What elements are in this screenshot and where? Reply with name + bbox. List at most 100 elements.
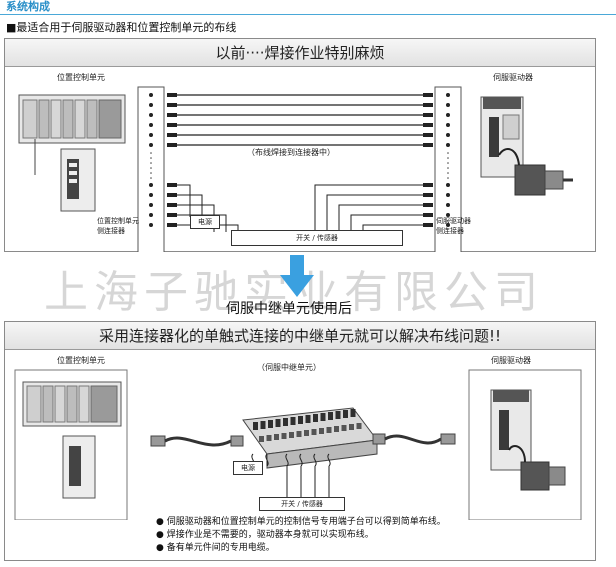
- relay-terminal: [341, 425, 347, 431]
- relay-terminal: [326, 427, 332, 433]
- before-center-note: （布线焊接到连接器中）: [247, 148, 335, 157]
- section-title: 系统构成: [6, 0, 50, 13]
- relay-terminal: [260, 421, 266, 429]
- wire: [338, 204, 423, 232]
- subtitle: ■最适合用于伺服驱动器和位置控制单元的布线: [6, 21, 237, 34]
- wire-lug: [167, 203, 177, 207]
- wire: [314, 184, 423, 232]
- terminal-dot: [149, 143, 153, 147]
- relay-terminal: [298, 416, 303, 424]
- terminal-dot: [447, 152, 449, 154]
- panel-after-title: 采用连接器化的单触式连接的中继单元就可以解决布线问题!!: [5, 322, 595, 350]
- wire-lug: [423, 113, 433, 117]
- relay-terminal: [283, 418, 288, 426]
- relay-terminal: [281, 433, 287, 439]
- terminal-dot: [150, 177, 152, 179]
- terminal-dot: [149, 123, 153, 127]
- relay-terminal: [275, 419, 281, 427]
- after-left-device-label: 位置控制单元: [57, 356, 105, 365]
- wire-lug: [167, 213, 177, 217]
- wire-hook: [313, 453, 317, 467]
- terminal-dot: [447, 167, 449, 169]
- relay-terminal: [274, 434, 279, 440]
- bullet-list: ● 伺服驱动器和位置控制单元的控制信号专用端子台可以得到简单布线。 ● 焊接作业…: [156, 516, 446, 555]
- relay-terminal: [305, 415, 311, 423]
- terminal-dot: [446, 93, 450, 97]
- terminal-dot: [149, 103, 153, 107]
- before-right-connector-label-1: 伺服驱动器: [436, 217, 471, 225]
- servo-drive-drawing: [480, 96, 524, 178]
- servo-motor-drawing: [498, 148, 573, 196]
- wire-lug: [167, 93, 177, 97]
- panel-before-title: 以前····焊接作业特别麻烦: [5, 39, 595, 67]
- wire-lug: [167, 183, 177, 187]
- terminal-dot: [446, 193, 450, 197]
- wire-lug: [423, 133, 433, 137]
- section-header: 系统构成: [0, 0, 616, 15]
- terminal-dot: [150, 152, 152, 154]
- wire-lug: [167, 103, 177, 107]
- terminal-dot: [446, 213, 450, 217]
- relay-terminal: [320, 413, 326, 421]
- terminal-dot: [446, 103, 450, 107]
- wire: [350, 214, 423, 232]
- terminal-dot: [447, 162, 449, 164]
- after-wires: [251, 453, 331, 497]
- relay-terminal: [334, 426, 339, 432]
- before-right-connector-label-2: 侧连接器: [436, 227, 464, 235]
- relay-terminal: [343, 410, 348, 418]
- before-left-device-label: 位置控制单元: [57, 73, 105, 82]
- after-servo-motor-drawing: [508, 445, 566, 491]
- terminal-dot: [149, 133, 153, 137]
- terminal-dot: [447, 172, 449, 174]
- before-wiring-diagram: [18, 86, 573, 252]
- before-switch-sensor-box: 开关 / 传感器: [231, 230, 403, 246]
- wire-lug: [167, 143, 177, 147]
- relay-terminal: [253, 422, 258, 430]
- after-position-unit-drawing: [62, 435, 96, 499]
- relay-terminal: [259, 436, 264, 442]
- left-connector-strip: [137, 86, 165, 252]
- wire-lug: [423, 123, 433, 127]
- wire-lug: [423, 203, 433, 207]
- relay-terminal: [313, 414, 318, 422]
- after-right-device-label: 伺服驱动器: [491, 356, 531, 365]
- left-cable-drawing: [150, 435, 244, 447]
- relay-terminal: [335, 411, 341, 419]
- panel-before: 以前····焊接作业特别麻烦 位置控制单元 伺服驱动器: [4, 38, 596, 252]
- relay-terminal: [289, 432, 294, 438]
- before-left-connector-label-1: 位置控制单元: [97, 217, 139, 225]
- plc-rack-drawing: [18, 94, 126, 175]
- terminal-dot: [446, 113, 450, 117]
- after-wiring-diagram: [14, 369, 582, 520]
- before-left-connector-label-2: 侧连接器: [97, 227, 125, 235]
- relay-unit-drawing: [242, 407, 378, 469]
- wire-lug: [167, 123, 177, 127]
- wire: [326, 194, 423, 232]
- wire-lug: [167, 223, 177, 227]
- bullet-item: ● 焊接作业是不需要的，驱动器本身就可以实现布线。: [156, 530, 374, 540]
- terminal-dot: [446, 203, 450, 207]
- terminal-dot: [149, 213, 153, 217]
- after-switch-sensor-box: 开关 / 传感器: [259, 497, 345, 511]
- relay-terminal: [290, 417, 296, 425]
- wire: [177, 184, 191, 217]
- wire-lug: [167, 193, 177, 197]
- relay-terminal: [356, 423, 362, 429]
- wire-lug: [423, 103, 433, 107]
- before-right-device-label: 伺服驱动器: [493, 73, 533, 82]
- wire-hook: [327, 453, 331, 467]
- terminal-dot: [447, 157, 449, 159]
- wire-lug: [423, 183, 433, 187]
- terminal-dot: [149, 183, 153, 187]
- wires: [149, 93, 450, 232]
- relay-terminal: [328, 412, 333, 420]
- terminal-dot: [150, 172, 152, 174]
- terminal-dot: [150, 167, 152, 169]
- bullet-item: ● 备有单元件间的专用电缆。: [156, 543, 275, 553]
- down-arrow-icon: [280, 255, 314, 297]
- relay-terminal: [349, 424, 354, 430]
- terminal-dot: [149, 113, 153, 117]
- panel-after: 采用连接器化的单触式连接的中继单元就可以解决布线问题!! 位置控制单元 伺服驱动…: [4, 321, 596, 561]
- right-cable-drawing: [372, 433, 456, 445]
